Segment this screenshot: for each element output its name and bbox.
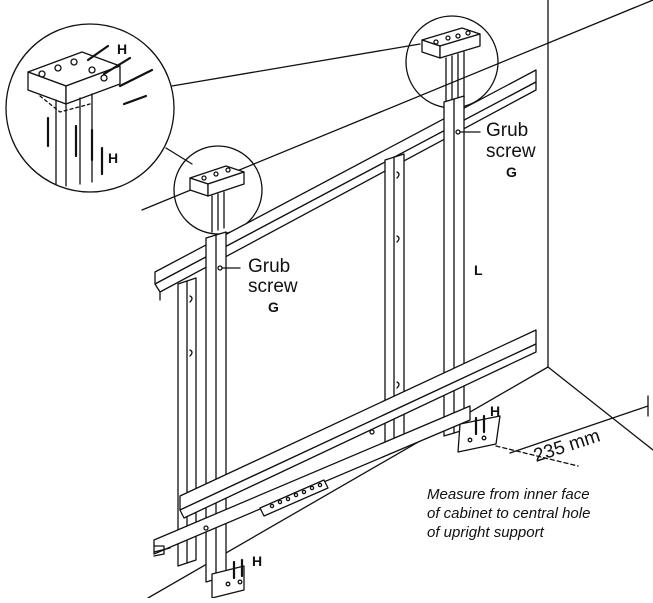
note-line2: of cabinet to central hole <box>427 505 590 522</box>
label-h-right-foot: H <box>490 403 500 419</box>
label-grub-right-line2: screw <box>486 141 536 162</box>
label-h-detail-bottom: H <box>108 150 118 166</box>
grub-screw-right-marker <box>455 129 461 135</box>
magnified-screw-detail <box>5 23 421 193</box>
note-line1: Measure from inner face <box>427 486 590 503</box>
label-grub-left-line2: screw <box>248 276 298 297</box>
dimension-235mm <box>495 395 649 467</box>
lower-crossbar <box>179 329 537 519</box>
label-grub-left-line1: Grub <box>248 256 290 277</box>
top-rail <box>154 69 537 301</box>
label-l: L <box>474 262 483 278</box>
note-line3: of upright support <box>427 524 545 541</box>
label-h-detail-top: H <box>117 41 127 57</box>
label-g-right: G <box>506 164 517 180</box>
left-uprights <box>177 231 245 599</box>
foot-screws-right <box>467 414 487 443</box>
grub-screw-left-marker <box>217 265 223 271</box>
label-g-left: G <box>268 299 279 315</box>
label-dimension: 235 mm <box>531 426 603 467</box>
top-bracket-detail <box>405 15 499 109</box>
left-bracket-detail <box>173 145 263 235</box>
bottom-rail <box>153 405 471 557</box>
label-h-left-foot: H <box>252 553 262 569</box>
foot-screws-left <box>225 558 244 587</box>
label-grub-right-line1: Grub <box>486 120 528 141</box>
right-upright-support <box>443 95 501 453</box>
